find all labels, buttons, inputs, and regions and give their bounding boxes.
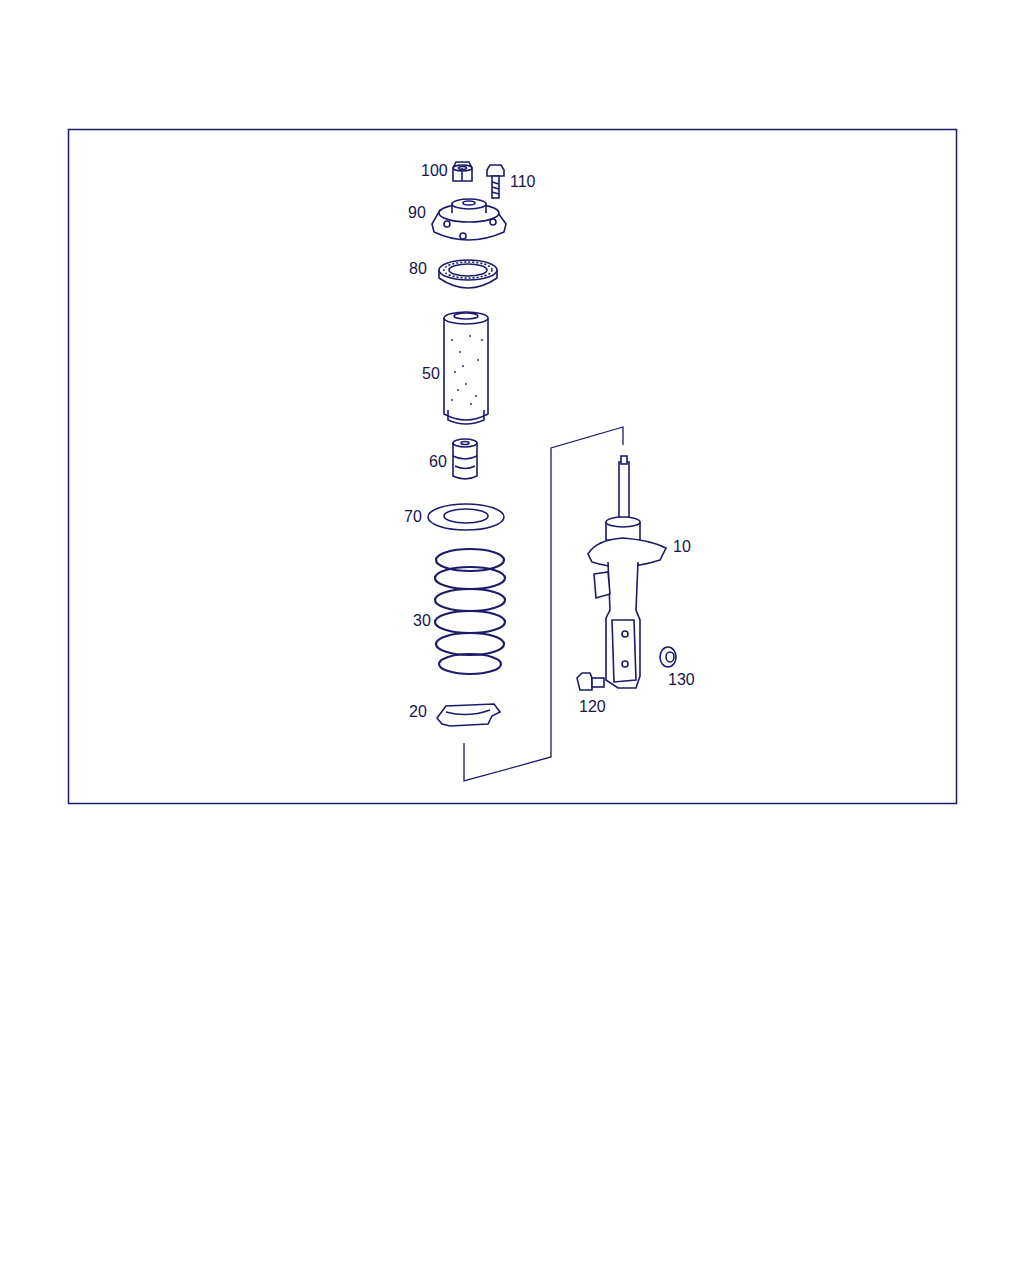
nut [453,162,472,181]
bump-stop [453,439,477,479]
callout-number: 110 [509,173,537,191]
callout-number: 120 [578,698,607,716]
callout-number: 10 [672,538,692,556]
frame [69,130,957,804]
top-mount [432,199,506,240]
callout-number: 130 [667,671,696,689]
spring-pad [428,504,504,530]
strut-damper [588,456,666,688]
callout-number: 80 [408,260,428,278]
callout-number: 20 [408,703,428,721]
callout-number: 70 [403,508,423,526]
spring-seat [437,704,500,726]
nut [660,647,676,667]
callout-number: 30 [412,612,432,630]
bracket-line [464,427,623,781]
callout-number: 60 [428,453,448,471]
callout-number: 100 [420,162,449,180]
callout-number: 90 [407,204,427,222]
dust-boot [444,312,488,424]
bearing [439,260,497,288]
bolt [487,165,504,198]
callout-number: 50 [421,365,441,383]
bolt [577,673,604,690]
coil-spring [435,549,505,674]
